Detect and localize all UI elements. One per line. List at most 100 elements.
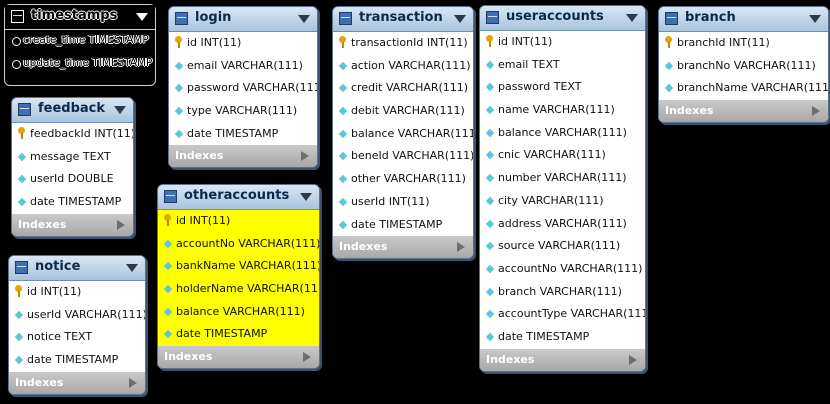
- column-row[interactable]: accountNo VARCHAR(111): [158, 232, 319, 256]
- column-row[interactable]: city VARCHAR(111): [480, 190, 645, 213]
- column-label: action VARCHAR(111): [351, 58, 471, 72]
- expand-arrow-icon[interactable]: [301, 151, 309, 162]
- table-title: transaction: [359, 10, 443, 25]
- column-row[interactable]: balance VARCHAR(111): [333, 123, 473, 146]
- column-diamond-icon: [17, 152, 27, 161]
- primary-key-icon: [339, 36, 346, 48]
- collapse-toggle-icon[interactable]: [454, 15, 466, 23]
- column-row[interactable]: source VARCHAR(111): [480, 235, 645, 258]
- column-diamond-icon: [485, 196, 495, 206]
- collapse-toggle-icon[interactable]: [300, 193, 312, 201]
- indexes-bar[interactable]: Indexes: [659, 100, 828, 123]
- column-row[interactable]: create_time TIMESTAMP: [5, 30, 155, 53]
- column-row[interactable]: id INT(11): [158, 210, 319, 233]
- column-row[interactable]: userId DOUBLE: [12, 168, 133, 191]
- collapse-toggle-icon[interactable]: [126, 264, 138, 272]
- collapse-toggle-icon[interactable]: [298, 15, 310, 23]
- column-row[interactable]: bankName VARCHAR(111): [158, 255, 319, 279]
- column-row[interactable]: branch VARCHAR(111): [480, 281, 645, 304]
- table-header[interactable]: login: [169, 7, 317, 32]
- column-row[interactable]: feedbackId INT(11): [12, 123, 133, 146]
- indexes-label: Indexes: [486, 352, 535, 366]
- indexes-bar[interactable]: Indexes: [333, 236, 473, 259]
- column-label: city VARCHAR(111): [498, 193, 604, 207]
- column-row[interactable]: id INT(11): [169, 32, 317, 55]
- table-header[interactable]: notice: [9, 256, 145, 281]
- table-header[interactable]: useraccounts: [480, 6, 645, 31]
- column-row[interactable]: credit VARCHAR(111): [333, 77, 473, 100]
- column-diamond-icon: [174, 106, 184, 116]
- column-label: message TEXT: [30, 149, 111, 163]
- column-row[interactable]: holderName VARCHAR(111): [158, 278, 319, 301]
- column-row[interactable]: email VARCHAR(111): [169, 55, 317, 78]
- table-header[interactable]: transaction: [333, 7, 473, 32]
- column-row[interactable]: id INT(11): [9, 281, 145, 304]
- indexes-bar[interactable]: Indexes: [480, 348, 645, 371]
- column-row[interactable]: date TIMESTAMP: [480, 326, 645, 349]
- column-row[interactable]: notice TEXT: [9, 326, 145, 349]
- indexes-bar[interactable]: Indexes: [12, 213, 133, 236]
- expand-arrow-icon[interactable]: [457, 242, 465, 253]
- column-row[interactable]: password TEXT: [480, 76, 645, 99]
- column-row[interactable]: userId INT(11): [333, 191, 473, 214]
- indexes-bar[interactable]: Indexes: [158, 346, 319, 369]
- table-header[interactable]: timestamps: [5, 5, 155, 30]
- collapse-toggle-icon[interactable]: [626, 14, 638, 22]
- column-row[interactable]: transactionId INT(11): [333, 32, 473, 55]
- column-row[interactable]: date TIMESTAMP: [158, 323, 319, 347]
- column-row[interactable]: balance VARCHAR(111): [158, 300, 319, 324]
- column-row[interactable]: branchId INT(11): [659, 32, 828, 55]
- table-notice[interactable]: notice id INT(11) userId VARCHAR(111)notic…: [8, 255, 146, 395]
- column-row[interactable]: date TIMESTAMP: [169, 123, 317, 146]
- column-row[interactable]: branchNo VARCHAR(111): [659, 55, 828, 78]
- column-row[interactable]: beneId VARCHAR(111): [333, 145, 473, 168]
- table-header[interactable]: otheraccounts: [158, 185, 319, 210]
- column-row[interactable]: action VARCHAR(111): [333, 55, 473, 78]
- table-header[interactable]: feedback: [12, 98, 133, 123]
- expand-arrow-icon[interactable]: [303, 352, 311, 363]
- column-row[interactable]: email TEXT: [480, 54, 645, 77]
- column-label: id INT(11): [27, 285, 82, 298]
- expand-arrow-icon[interactable]: [129, 377, 137, 388]
- column-row[interactable]: address VARCHAR(111): [480, 213, 645, 236]
- table-transaction[interactable]: transaction transactionId INT(11) action V…: [332, 6, 474, 260]
- column-row[interactable]: message TEXT: [12, 146, 133, 169]
- column-row[interactable]: accountNo VARCHAR(111): [480, 258, 645, 281]
- column-row[interactable]: number VARCHAR(111): [480, 167, 645, 190]
- column-row[interactable]: cnic VARCHAR(111): [480, 144, 645, 167]
- column-row[interactable]: id INT(11): [480, 31, 645, 54]
- column-row[interactable]: userId VARCHAR(111): [9, 304, 145, 327]
- column-row[interactable]: date TIMESTAMP: [9, 349, 145, 372]
- column-row[interactable]: other VARCHAR(111): [333, 168, 473, 191]
- column-diamond-icon: [163, 284, 173, 294]
- column-row[interactable]: debit VARCHAR(111): [333, 100, 473, 123]
- expand-arrow-icon[interactable]: [117, 219, 125, 230]
- collapse-toggle-icon[interactable]: [114, 106, 126, 114]
- column-row[interactable]: name VARCHAR(111): [480, 99, 645, 122]
- column-diamond-icon: [485, 128, 495, 137]
- column-row[interactable]: password VARCHAR(111): [169, 77, 317, 100]
- table-header[interactable]: branch: [659, 7, 828, 32]
- collapse-toggle-icon[interactable]: [136, 13, 148, 21]
- column-label: beneId VARCHAR(111): [351, 149, 474, 163]
- column-row[interactable]: date TIMESTAMP: [12, 191, 133, 214]
- expand-arrow-icon[interactable]: [812, 106, 820, 117]
- column-row[interactable]: accountType VARCHAR(111): [480, 303, 645, 326]
- column-row[interactable]: balance VARCHAR(111): [480, 122, 645, 145]
- collapse-toggle-icon[interactable]: [809, 15, 821, 23]
- column-row[interactable]: update_time TIMESTAMP: [5, 53, 155, 76]
- column-row[interactable]: type VARCHAR(111): [169, 100, 317, 123]
- column-row[interactable]: date TIMESTAMP: [333, 214, 473, 237]
- indexes-bar[interactable]: Indexes: [9, 371, 145, 394]
- column-row[interactable]: branchName VARCHAR(111): [659, 77, 828, 100]
- indexes-bar[interactable]: Indexes: [169, 145, 317, 168]
- table-icon: [175, 12, 188, 25]
- expand-arrow-icon[interactable]: [629, 354, 637, 365]
- table-title: timestamps: [31, 8, 118, 23]
